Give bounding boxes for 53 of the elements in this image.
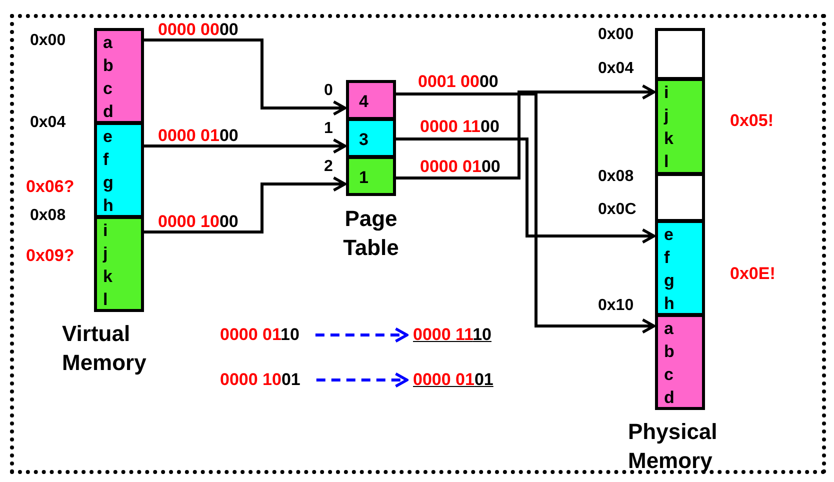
arrow	[144, 138, 346, 154]
arrow	[144, 38, 346, 116]
address-label: 0x04	[30, 114, 66, 132]
arrow	[396, 92, 656, 334]
address-label: 0x04	[598, 60, 634, 78]
frame-number: 1	[359, 167, 369, 189]
index-label: 2	[324, 158, 333, 176]
arrow	[396, 84, 656, 180]
arrow	[316, 372, 408, 388]
section-title: Virtual Memory	[62, 320, 148, 377]
memory-page	[655, 173, 705, 222]
note-label: 0x0E!	[730, 263, 776, 285]
address-label: 0x09?	[26, 245, 74, 267]
binary-address: 0000 1001	[220, 370, 300, 390]
memory-page	[655, 314, 705, 410]
frame-number: 4	[359, 91, 369, 113]
address-label: 0x06?	[26, 176, 74, 198]
address-label: 0x08	[598, 168, 634, 186]
memory-page	[94, 28, 144, 124]
edge-label: 0000 0100	[158, 126, 238, 146]
memory-page	[655, 78, 705, 175]
memory-page	[94, 216, 144, 312]
page-table-entry	[346, 118, 396, 158]
section-title: Physical Memory	[628, 418, 718, 475]
edge-label: 0001 0000	[418, 72, 498, 92]
address-label: 0x00	[598, 26, 634, 44]
binary-address: 0000 1110	[413, 325, 492, 345]
binary-address: 0000 0101	[413, 370, 494, 390]
edge-label: 0000 1100	[420, 117, 500, 137]
address-label: 0x0C	[598, 201, 636, 219]
address-label: 0x08	[30, 207, 66, 225]
index-label: 1	[324, 120, 333, 138]
edge-label: 0000 0000	[158, 20, 238, 40]
memory-page	[94, 122, 144, 218]
memory-page	[655, 220, 705, 316]
arrow	[144, 176, 346, 234]
arrow	[315, 327, 408, 343]
page-table-entry	[346, 156, 396, 196]
page-contents: a b c d	[664, 318, 674, 409]
section-title: Page Table	[342, 205, 400, 262]
page-contents: i j k l	[664, 82, 674, 173]
page-table-entry	[346, 80, 396, 120]
address-label: 0x00	[30, 32, 66, 50]
binary-address: 0000 0110	[220, 325, 300, 345]
page-contents: i j k l	[103, 220, 113, 311]
arrow	[396, 138, 656, 244]
memory-page	[655, 28, 705, 80]
edge-label: 0000 0100	[420, 157, 500, 177]
note-label: 0x05!	[730, 110, 774, 132]
address-label: 0x10	[598, 297, 634, 315]
edge-label: 0000 1000	[158, 212, 238, 232]
index-label: 0	[324, 82, 333, 100]
frame-number: 3	[359, 129, 369, 151]
